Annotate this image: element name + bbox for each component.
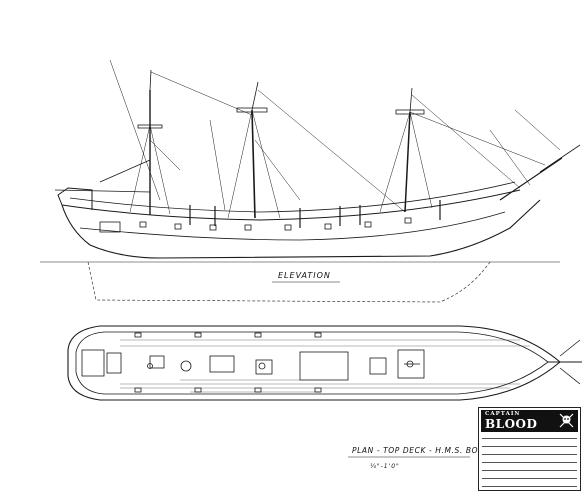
stern [57, 187, 93, 210]
title-block-rule [482, 478, 577, 479]
plan-hatch-4 [369, 357, 387, 375]
plan-stern-cabin [81, 349, 105, 377]
skull-crossbones-icon [559, 413, 574, 428]
spanker-boom [54, 189, 151, 193]
plan-mast-fore [406, 360, 414, 368]
wale-line [79, 211, 506, 241]
fore-mast [404, 111, 411, 213]
title-block-rule [482, 486, 577, 487]
main-top [236, 107, 268, 113]
deck-posts [189, 200, 441, 228]
plan-windlass [397, 349, 425, 379]
plan-deck-planking [120, 339, 530, 393]
plan-guns [134, 332, 322, 393]
elevation-view [40, 59, 581, 303]
logo-main-text: BLOOD [485, 417, 538, 431]
hull-below-waterline [87, 261, 491, 303]
captain-blood-logo: CAPTAIN BLOOD [481, 410, 578, 432]
plan-mast-main [258, 362, 266, 370]
logo-prefix-text: CAPTAIN [485, 411, 521, 417]
title-block-rule [482, 438, 577, 439]
title-block: CAPTAIN BLOOD [478, 407, 581, 491]
plan-hatch-1 [149, 355, 165, 369]
shrouds [109, 59, 561, 219]
plan-mast-mizzen [147, 363, 153, 369]
plan-title-label: PLAN - TOP DECK - H.M.S. BOUNTY [352, 446, 501, 455]
scale-label: ¼"-1'0" [370, 463, 400, 470]
hull [61, 199, 541, 259]
fore-top [395, 109, 425, 115]
plan-hull-outline [67, 325, 561, 401]
plan-inner-bulwark [75, 331, 549, 395]
title-block-rule [482, 446, 577, 447]
plan-hatch-3 [255, 359, 273, 375]
sheer-line [61, 189, 521, 221]
rail-line [69, 181, 516, 213]
jibboom [539, 144, 581, 173]
elevation-label: ELEVATION [278, 271, 331, 280]
plan-boat [299, 351, 349, 381]
main-mast [251, 109, 256, 219]
bowsprit [499, 157, 563, 201]
title-block-rule [482, 462, 577, 463]
gaff [99, 159, 151, 183]
plan-hatch-2 [209, 355, 235, 373]
title-block-rule [482, 470, 577, 471]
gunports [139, 217, 412, 231]
plan-view [67, 325, 582, 458]
stern-windows [99, 221, 121, 233]
title-block-rule [482, 454, 577, 455]
plan-capstan [180, 360, 192, 372]
